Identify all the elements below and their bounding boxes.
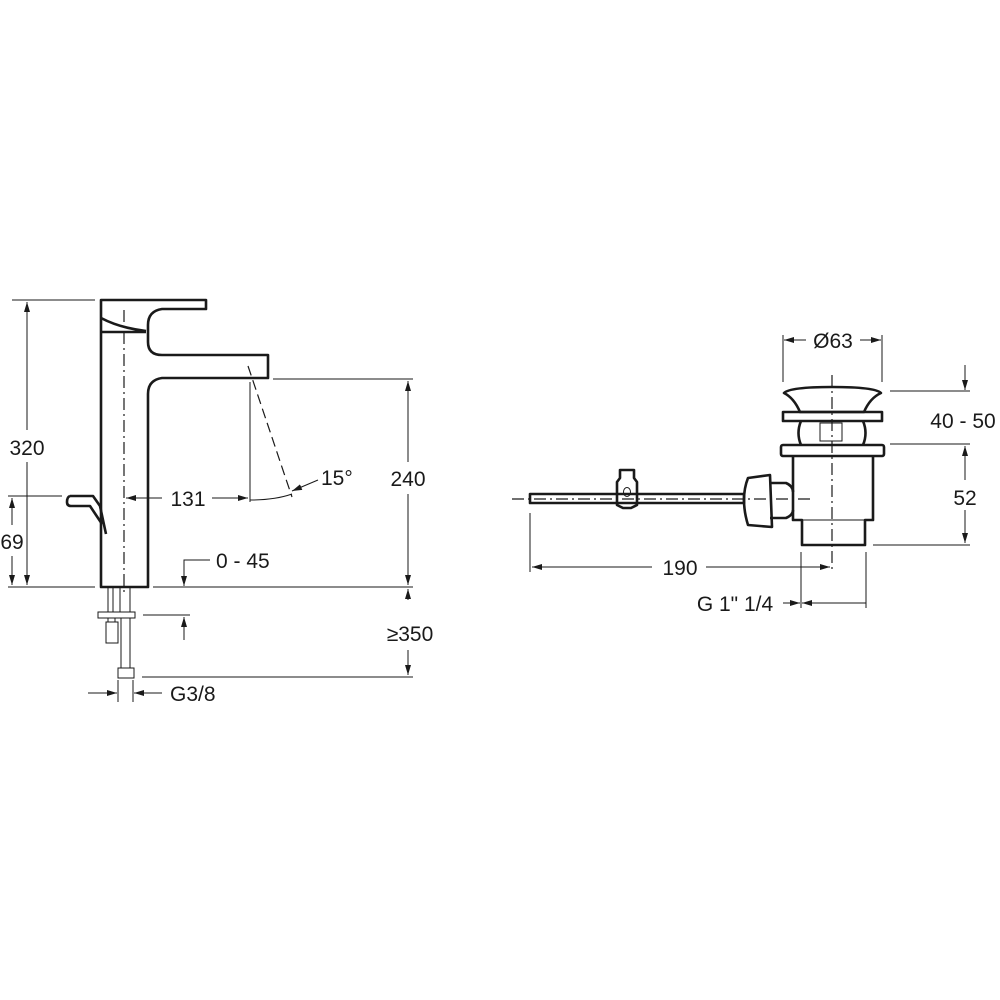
hose-nut — [117, 667, 135, 679]
drain-drawing — [512, 375, 886, 572]
dim-total-height: 320 — [9, 437, 44, 460]
dim-spout-height: 240 — [390, 468, 425, 491]
drain-body — [791, 456, 875, 547]
drain-stem — [819, 422, 843, 442]
popup-fitting — [105, 621, 119, 644]
dim-thread: G 1" 1/4 — [697, 593, 774, 616]
dim-popup-height: 69 — [0, 531, 23, 554]
dim-swivel-angle: 15° — [321, 467, 353, 490]
clamp-screw — [623, 487, 631, 497]
dim-rod-length: 190 — [662, 557, 697, 580]
faucet-drawing — [65, 298, 270, 679]
drain-nut — [742, 473, 774, 529]
hose — [107, 618, 131, 668]
drain-neck — [797, 420, 867, 446]
dim-body-height: 52 — [953, 487, 976, 510]
drain-side-outlet — [770, 481, 795, 520]
faucet-body-outline — [99, 298, 270, 589]
drain-dimensions: Ø63 40 - 50 52 190 G 1" 1/4 — [529, 330, 996, 616]
dim-spout-reach: 131 — [170, 488, 205, 511]
drain-cap — [782, 385, 883, 414]
dim-cap-height: 40 - 50 — [930, 410, 995, 433]
rod-clamp — [615, 468, 639, 510]
dim-deck-thickness: 0 - 45 — [216, 550, 270, 573]
mounting-plate — [97, 611, 136, 619]
supply-pipes — [107, 587, 131, 612]
faucet-dimensions: 320 69 131 15° 240 0 - 45 ≥350 G3/8 — [0, 299, 434, 706]
dim-hose-length: ≥350 — [387, 623, 434, 646]
dim-connection: G3/8 — [170, 683, 216, 706]
dim-diameter: Ø63 — [813, 330, 853, 353]
popup-lever — [65, 494, 108, 535]
